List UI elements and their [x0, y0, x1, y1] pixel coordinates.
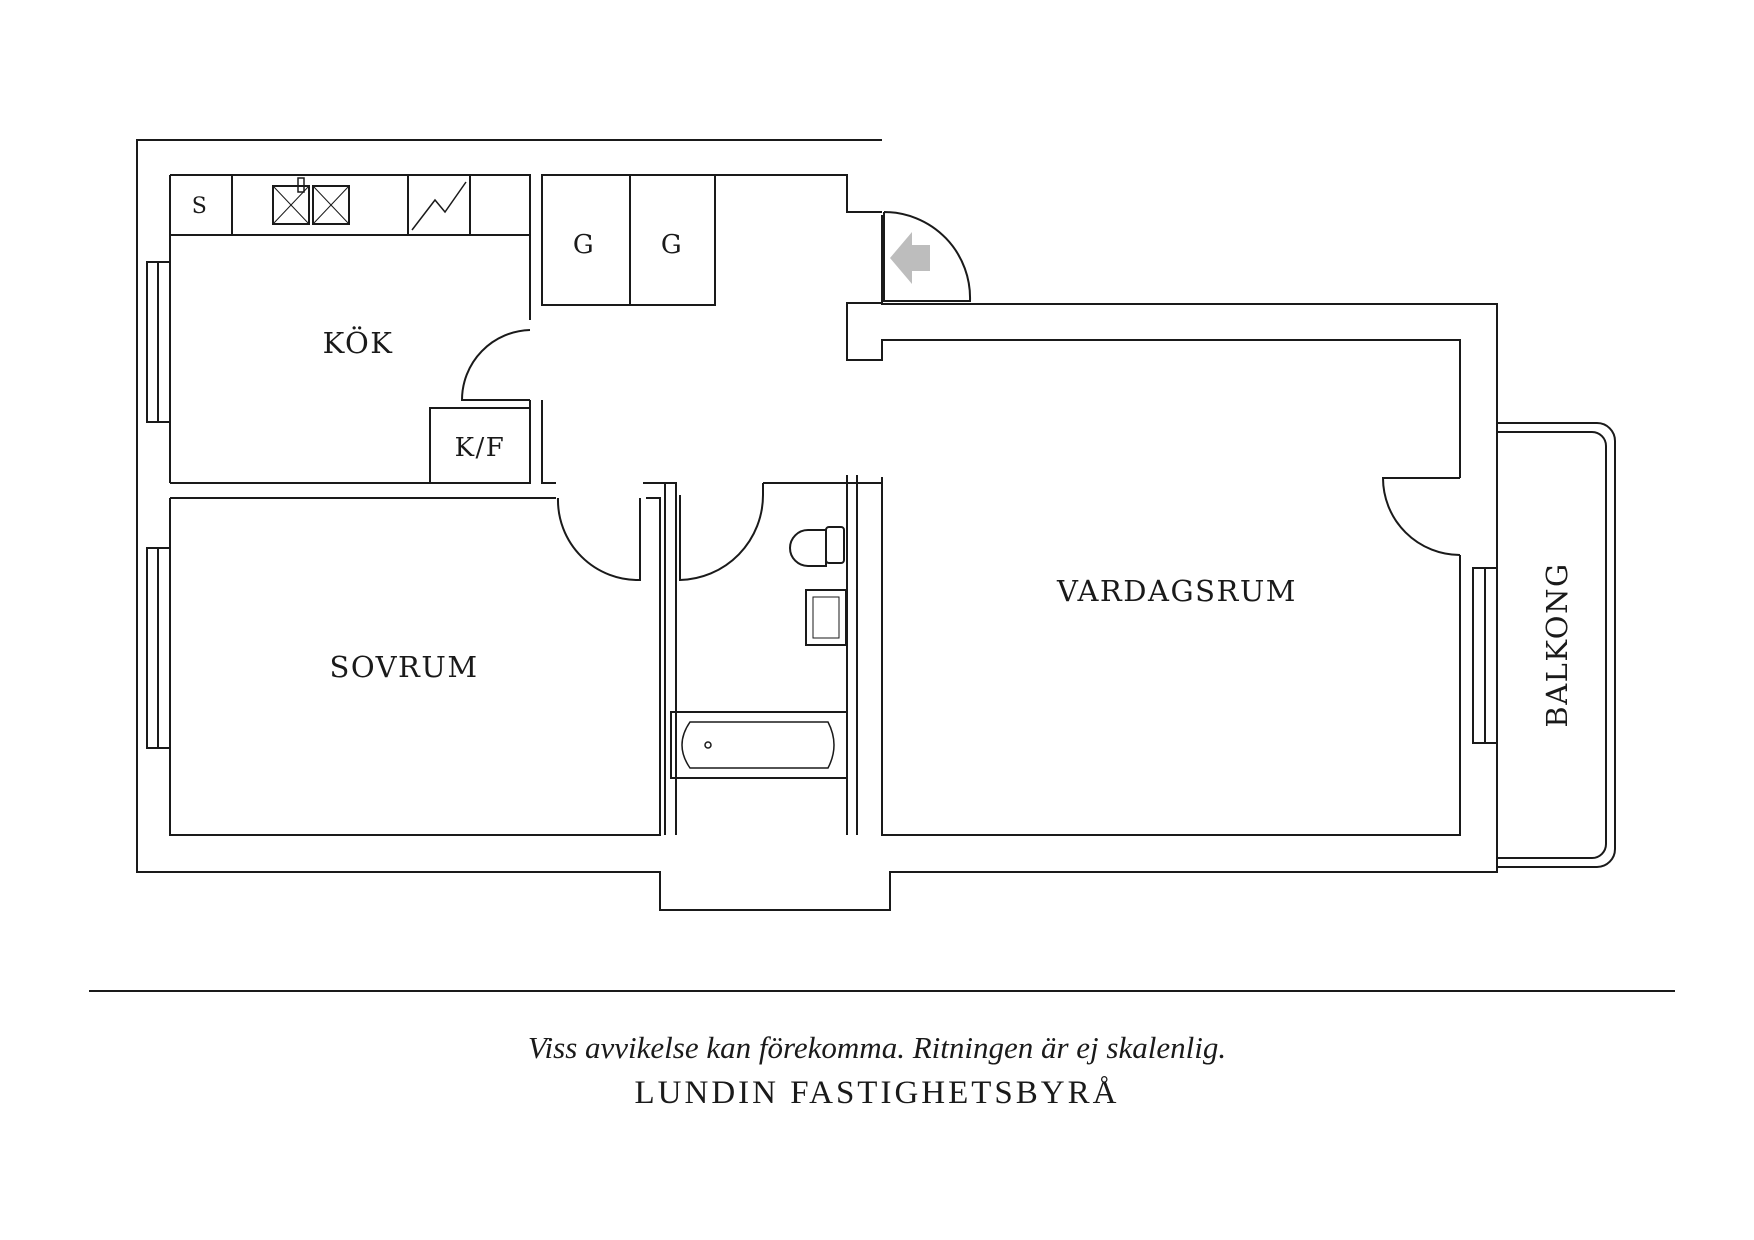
footer-divider [89, 990, 1675, 992]
walls [136, 139, 1616, 911]
entrance-arrow-icon [890, 232, 930, 284]
label-storage: S [192, 194, 209, 219]
wardrobe-box [541, 174, 716, 306]
door-kitchen [460, 329, 531, 401]
inner-wall-hall-right [846, 302, 1461, 478]
door-entrance [883, 211, 972, 302]
brand-name: LUNDIN FASTIGHETSBYRÅ [634, 1075, 1120, 1111]
inner-wall-bath-top [763, 477, 883, 484]
label-wardrobe-1: G [573, 230, 595, 260]
door-bathroom [679, 494, 764, 582]
bathtub [670, 711, 848, 779]
bathroom-sink [805, 589, 847, 646]
fridge-freezer-box [429, 407, 531, 484]
door-bedroom [556, 497, 641, 582]
inner-wall-hall-left [541, 400, 556, 484]
balcony-outline [1497, 422, 1616, 868]
outer-wall-outline [136, 139, 1498, 911]
floor-plan: KÖK SOVRUM VARDAGSRUM BALKONG K/F G G S [136, 139, 1616, 911]
inner-wall-kitchen-top [170, 174, 531, 320]
inner-wall-hall-top [542, 174, 882, 213]
door-balcony [1381, 477, 1461, 556]
toilet-tank [825, 526, 845, 564]
sink-right [312, 185, 350, 225]
balcony-inner [1497, 431, 1607, 859]
toilet-bowl [789, 529, 827, 567]
label-balcony: BALKONG [1540, 562, 1574, 727]
disclaimer-text: Viss avvikelse kan förekomma. Ritningen … [527, 1030, 1227, 1065]
label-wardrobe-2: G [661, 230, 683, 260]
sink-left [272, 185, 310, 225]
label-living-room: VARDAGSRUM [1056, 574, 1297, 608]
stove-symbol [411, 181, 467, 231]
label-fridge-freezer: K/F [455, 433, 506, 463]
label-bedroom: SOVRUM [329, 650, 478, 684]
inner-wall-living-right [881, 477, 1461, 836]
label-kitchen: KÖK [323, 325, 394, 360]
